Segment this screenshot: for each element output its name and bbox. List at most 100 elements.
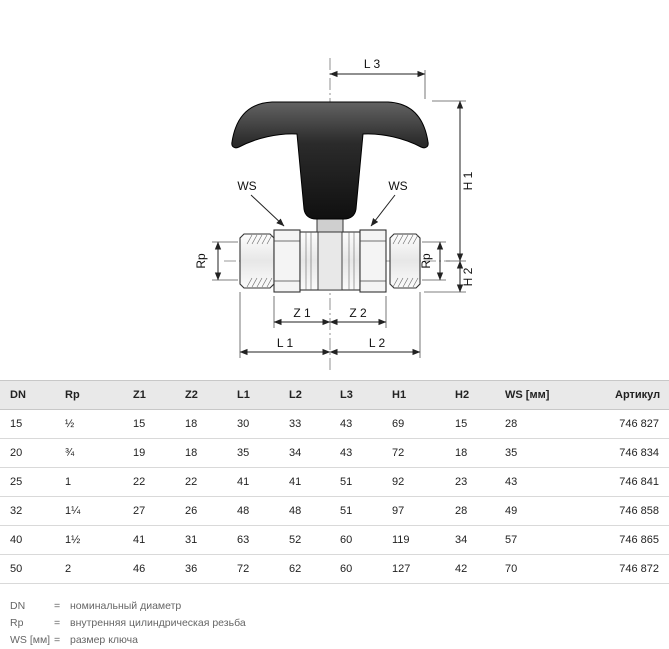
dim-label-h1: H 1 bbox=[461, 171, 475, 190]
ws-left-label: WS bbox=[237, 179, 256, 193]
dim-label-z2: Z 2 bbox=[349, 306, 367, 320]
cell-l3: 60 bbox=[330, 554, 382, 584]
table-header-row: DN Rp Z1 Z2 L1 L2 L3 H1 H2 WS [мм] Артик… bbox=[0, 380, 669, 410]
center-ridges bbox=[305, 232, 355, 290]
cell-l2: 34 bbox=[279, 438, 330, 468]
cell-ws: 43 bbox=[495, 467, 605, 497]
cell-l1: 72 bbox=[227, 554, 279, 584]
col-header-z1: Z1 bbox=[123, 380, 175, 410]
cell-h1: 97 bbox=[382, 496, 445, 526]
legend-description: номинальный диаметр bbox=[70, 600, 182, 612]
legend-equals: = bbox=[54, 634, 61, 646]
cell-article: 746 827 bbox=[605, 409, 669, 439]
cell-z1: 46 bbox=[123, 554, 175, 584]
cell-l1: 41 bbox=[227, 467, 279, 497]
col-header-l2: L2 bbox=[279, 380, 330, 410]
ws-right-label: WS bbox=[388, 179, 407, 193]
cell-article: 746 858 bbox=[605, 496, 669, 526]
legend-row-rp: Rp = внутренняя цилиндрическая резьба bbox=[10, 615, 659, 632]
cell-rp: ½ bbox=[55, 409, 123, 439]
col-header-h1: H1 bbox=[382, 380, 445, 410]
cell-z2: 26 bbox=[175, 496, 227, 526]
dim-z1: Z 1 bbox=[273, 296, 331, 328]
cell-l1: 35 bbox=[227, 438, 279, 468]
cell-article: 746 834 bbox=[605, 438, 669, 468]
left-threaded-end bbox=[239, 233, 275, 289]
col-header-article: Артикул bbox=[605, 380, 669, 410]
cell-h1: 92 bbox=[382, 467, 445, 497]
center-collar bbox=[317, 231, 343, 291]
cell-l1: 63 bbox=[227, 525, 279, 555]
table-row: 20 ¾ 19 18 35 34 43 72 18 35 746 834 bbox=[0, 438, 669, 468]
cell-h2: 42 bbox=[445, 554, 495, 584]
cell-l1: 48 bbox=[227, 496, 279, 526]
legend-description: размер ключа bbox=[70, 634, 138, 646]
callout-ws-left: WS bbox=[237, 179, 285, 227]
col-header-rp: Rp bbox=[55, 380, 123, 410]
legend-term: WS [мм] bbox=[10, 634, 51, 646]
cell-l2: 48 bbox=[279, 496, 330, 526]
valve-stem bbox=[316, 218, 344, 233]
cell-z1: 19 bbox=[123, 438, 175, 468]
right-thread-hatch bbox=[392, 234, 419, 288]
right-hex-facets bbox=[360, 240, 386, 282]
dim-l2: L 2 bbox=[329, 292, 421, 358]
cell-h2: 23 bbox=[445, 467, 495, 497]
left-hex-facets bbox=[274, 240, 300, 282]
dim-h2: H 2 bbox=[424, 260, 475, 293]
cell-l3: 60 bbox=[330, 525, 382, 555]
cell-h2: 34 bbox=[445, 525, 495, 555]
cell-h1: 72 bbox=[382, 438, 445, 468]
col-header-ws: WS [мм] bbox=[495, 380, 605, 410]
col-header-z2: Z2 bbox=[175, 380, 227, 410]
dim-h1: H 1 bbox=[432, 100, 475, 262]
cell-article: 746 841 bbox=[605, 467, 669, 497]
cell-h2: 28 bbox=[445, 496, 495, 526]
cell-l1: 30 bbox=[227, 409, 279, 439]
cell-ws: 70 bbox=[495, 554, 605, 584]
dim-label-z1: Z 1 bbox=[293, 306, 311, 320]
dim-label-l1: L 1 bbox=[277, 336, 294, 350]
cell-rp: 1¼ bbox=[55, 496, 123, 526]
cell-l3: 43 bbox=[330, 409, 382, 439]
legend-equals: = bbox=[54, 617, 61, 629]
cell-rp: 1½ bbox=[55, 525, 123, 555]
valve-handle bbox=[231, 101, 429, 220]
rp-left-label: Rp bbox=[194, 253, 208, 269]
table-row: 40 1½ 41 31 63 52 60 119 34 57 746 865 bbox=[0, 525, 669, 555]
col-header-dn: DN bbox=[0, 380, 55, 410]
cell-z1: 22 bbox=[123, 467, 175, 497]
cell-article: 746 872 bbox=[605, 554, 669, 584]
cell-h2: 18 bbox=[445, 438, 495, 468]
cell-z2: 36 bbox=[175, 554, 227, 584]
cell-l3: 51 bbox=[330, 496, 382, 526]
cell-ws: 49 bbox=[495, 496, 605, 526]
cell-z1: 41 bbox=[123, 525, 175, 555]
col-header-l1: L1 bbox=[227, 380, 279, 410]
rp-right-label: Rp bbox=[419, 253, 433, 269]
dim-z2: Z 2 bbox=[329, 296, 387, 328]
legend: DN = номинальный диаметр Rp = внутренняя… bbox=[0, 584, 669, 649]
table-row: 50 2 46 36 72 62 60 127 42 70 746 872 bbox=[0, 554, 669, 584]
dim-label-h2: H 2 bbox=[461, 267, 475, 286]
cell-z2: 31 bbox=[175, 525, 227, 555]
cell-ws: 57 bbox=[495, 525, 605, 555]
table-row: 32 1¼ 27 26 48 48 51 97 28 49 746 858 bbox=[0, 496, 669, 526]
legend-row-dn: DN = номинальный диаметр bbox=[10, 598, 659, 615]
cell-l2: 62 bbox=[279, 554, 330, 584]
cell-dn: 32 bbox=[0, 496, 55, 526]
cell-z2: 22 bbox=[175, 467, 227, 497]
cell-l3: 51 bbox=[330, 467, 382, 497]
cell-ws: 35 bbox=[495, 438, 605, 468]
cell-z2: 18 bbox=[175, 409, 227, 439]
dimensions-table: DN Rp Z1 Z2 L1 L2 L3 H1 H2 WS [мм] Артик… bbox=[0, 380, 669, 584]
cell-dn: 20 bbox=[0, 438, 55, 468]
cell-article: 746 865 bbox=[605, 525, 669, 555]
cell-z2: 18 bbox=[175, 438, 227, 468]
cell-l2: 52 bbox=[279, 525, 330, 555]
col-header-h2: H2 bbox=[445, 380, 495, 410]
cell-dn: 25 bbox=[0, 467, 55, 497]
cell-z1: 15 bbox=[123, 409, 175, 439]
cell-h2: 15 bbox=[445, 409, 495, 439]
dim-label-l3: L 3 bbox=[364, 57, 381, 71]
